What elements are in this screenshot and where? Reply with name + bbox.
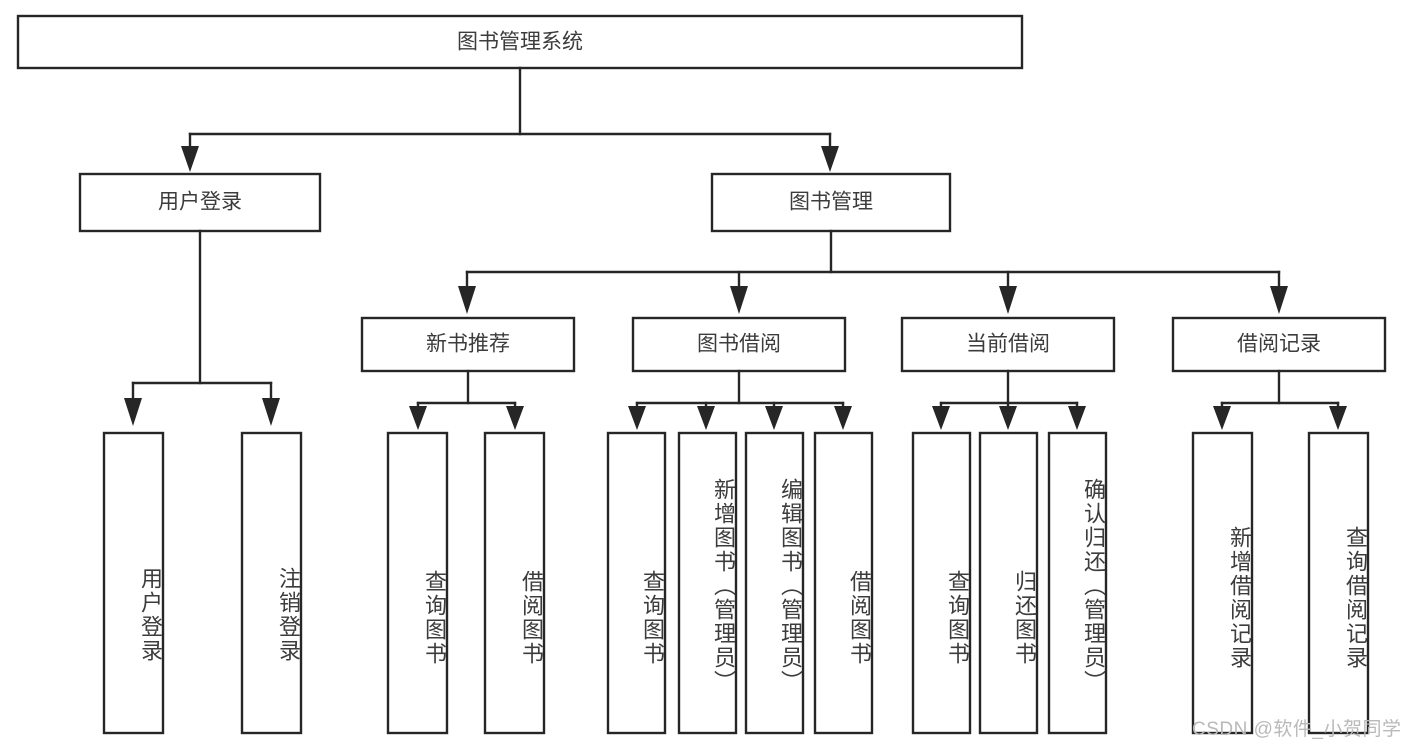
leaf-box-borrow-book-1[interactable]: [483, 431, 546, 735]
arrow-to-leaf-return-book: [999, 406, 1017, 430]
connector-root-to-level1: [181, 66, 839, 172]
arrow-to-user-login: [181, 146, 199, 172]
arrow-to-current-borrow: [999, 286, 1017, 314]
node-current-borrow[interactable]: 当前借阅: [900, 316, 1116, 373]
leaf-box-edit-book[interactable]: [744, 431, 805, 735]
arrow-to-leaf-query-record: [1329, 406, 1347, 430]
node-book-borrow[interactable]: 图书借阅: [631, 316, 847, 373]
node-book-manage[interactable]: 图书管理: [710, 172, 952, 233]
current-borrow-box[interactable]: [900, 316, 1116, 373]
new-book-recommend-label: 新书推荐: [426, 333, 510, 356]
arrow-to-leaf-logout-login: [262, 398, 280, 426]
new-book-recommend-box[interactable]: [360, 316, 576, 373]
arrow-to-book-manage: [821, 146, 839, 172]
connector-borrow-record-to-leaves: [1213, 369, 1347, 430]
user-login-label: 用户登录: [158, 191, 242, 214]
connector-book-borrow-to-leaves: [628, 369, 852, 430]
arrow-to-leaf-add-record: [1213, 406, 1231, 430]
arrow-to-leaf-user-login: [124, 398, 142, 426]
connector-user-login-to-leaves: [124, 229, 280, 426]
arrow-to-leaf-borrow-book-1: [506, 406, 524, 430]
arrow-to-new-book-recommend: [458, 286, 476, 314]
leaf-box-query-record[interactable]: [1307, 431, 1370, 735]
connector-current-borrow-to-leaves: [932, 369, 1086, 430]
arrow-to-leaf-query-book-3: [932, 406, 950, 430]
leaf-box-return-book[interactable]: [978, 431, 1039, 735]
borrow-record-label: 借阅记录: [1237, 333, 1321, 356]
arrow-to-leaf-query-book-2: [628, 406, 646, 430]
root-box[interactable]: [16, 14, 1024, 70]
arrow-to-leaf-add-book: [697, 406, 715, 430]
book-manage-label: 图书管理: [789, 191, 873, 214]
node-user-login[interactable]: 用户登录: [78, 172, 322, 233]
arrow-to-leaf-borrow-book-2: [834, 406, 852, 430]
arrow-to-book-borrow: [730, 286, 748, 314]
arrow-to-leaf-query-book-1: [409, 406, 427, 430]
arrow-to-leaf-confirm-return: [1068, 406, 1086, 430]
connector-book-manage-to-level2: [458, 229, 1288, 314]
leaf-box-query-book-2[interactable]: [606, 431, 667, 735]
arrow-to-borrow-record: [1270, 286, 1288, 314]
node-root[interactable]: 图书管理系统: [16, 14, 1024, 70]
user-login-box[interactable]: [78, 172, 322, 233]
arrow-to-leaf-edit-book: [765, 406, 783, 430]
leaf-box-borrow-book-2[interactable]: [813, 431, 874, 735]
leaf-box-add-book[interactable]: [677, 431, 738, 735]
node-borrow-record[interactable]: 借阅记录: [1171, 316, 1387, 373]
book-borrow-label: 图书借阅: [697, 333, 781, 356]
leaf-box-confirm-return[interactable]: [1047, 431, 1108, 735]
leaf-box-user-login[interactable]: [102, 431, 165, 735]
leaf-box-query-book-1[interactable]: [386, 431, 449, 735]
connector-new-book-recommend-to-leaves: [409, 369, 524, 430]
root-label: 图书管理系统: [457, 31, 583, 54]
current-borrow-label: 当前借阅: [966, 333, 1050, 356]
leaf-box-logout-login[interactable]: [240, 431, 303, 735]
watermark-csdn: CSDN @软件_小贺同学: [1192, 719, 1402, 740]
leaf-box-query-book-3[interactable]: [911, 431, 972, 735]
node-new-book-recommend[interactable]: 新书推荐: [360, 316, 576, 373]
leaf-box-add-record[interactable]: [1191, 431, 1254, 735]
